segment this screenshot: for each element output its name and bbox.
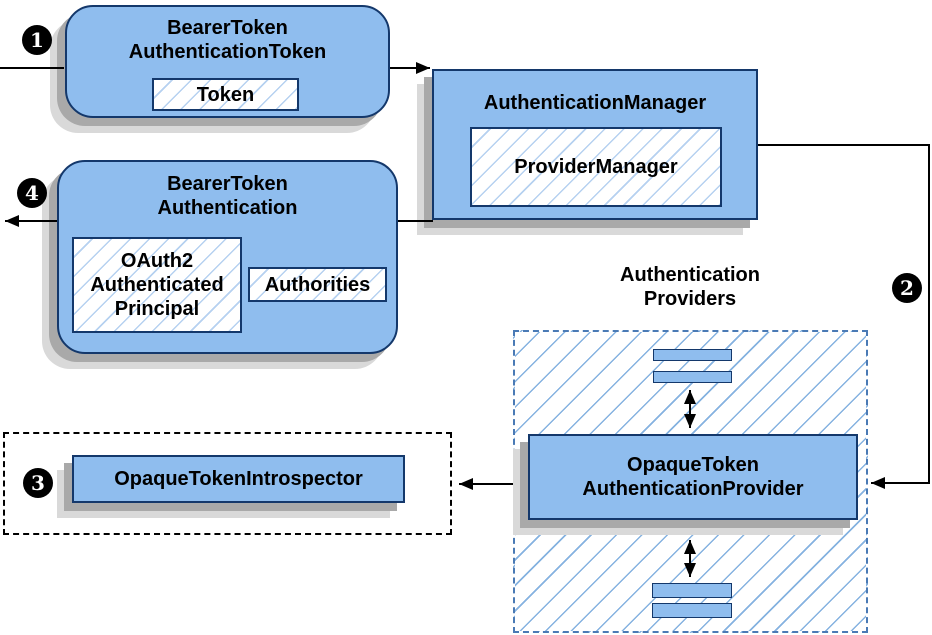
step-1-badge: 1 [22,25,52,55]
opaque-token-authentication-provider-label: OpaqueToken AuthenticationProvider [582,454,804,500]
provider-stack-bar [652,583,732,598]
bearer-token-authentication-label: BearerToken Authentication [157,173,298,219]
oauth2-authenticated-principal-box: OAuth2 Authenticated Principal [72,237,242,333]
provider-stack-bar [652,603,732,618]
step-4-badge: 4 [17,178,47,208]
provider-manager-label: ProviderManager [514,156,678,178]
authentication-providers-region: OpaqueToken AuthenticationProvider [513,330,868,633]
authorities-box: Authorities [248,267,387,302]
token-label: Token [196,83,255,106]
bearer-token-authentication-token-label: BearerToken AuthenticationToken [128,17,327,63]
bearer-token-authentication-box: BearerToken Authentication OAuth2 Authen… [57,160,398,354]
opaque-token-introspector-box: OpaqueTokenIntrospector [72,455,405,503]
opaque-token-authentication-provider-box: OpaqueToken AuthenticationProvider [528,434,858,520]
token-box: Token [152,78,299,111]
provider-stack-bar [653,371,732,383]
oauth2-authenticated-principal-label: OAuth2 Authenticated Principal [90,250,224,320]
step-2-badge: 2 [892,273,922,303]
provider-stack-bar [653,349,732,361]
introspector-region: OpaqueTokenIntrospector [3,432,452,535]
authorities-label: Authorities [264,273,371,296]
opaque-token-introspector-label: OpaqueTokenIntrospector [114,468,363,490]
step-3-badge: 3 [23,468,53,498]
provider-manager-box: ProviderManager [470,127,722,207]
authentication-providers-label: Authentication Providers [620,264,760,310]
authentication-manager-box: AuthenticationManager ProviderManager [432,69,758,220]
bearer-token-authentication-token-box: BearerToken AuthenticationToken Token [65,5,390,118]
authentication-manager-label: AuthenticationManager [483,92,707,114]
